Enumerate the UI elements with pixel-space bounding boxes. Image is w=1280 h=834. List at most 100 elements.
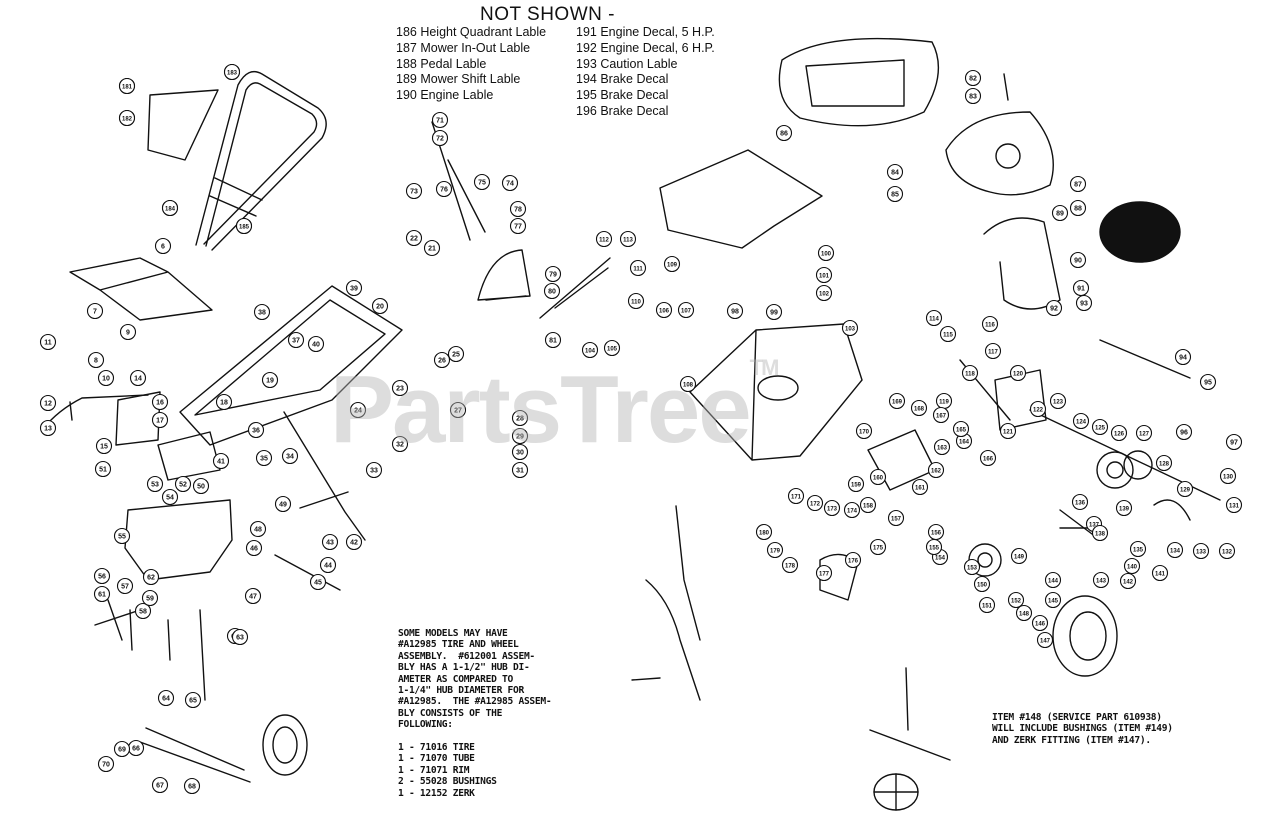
callout-number: 158 — [863, 504, 874, 510]
callout-number: 68 — [188, 784, 196, 791]
callout-number: 152 — [1011, 599, 1022, 605]
callout-number: 180 — [759, 531, 770, 537]
callout-number: 9 — [126, 330, 130, 337]
callout-number: 73 — [410, 189, 418, 196]
callout-number: 82 — [969, 76, 977, 83]
callout-bubble: 94 — [1174, 348, 1192, 366]
callout-bubble: 70 — [97, 755, 115, 773]
not-shown-item: 194 Brake Decal — [576, 72, 669, 87]
callout-number: 166 — [983, 457, 994, 463]
callout-bubble: 103 — [841, 319, 859, 337]
callout-bubble: 152 — [1007, 591, 1025, 609]
callout-number: 182 — [122, 117, 133, 123]
callout-number: 114 — [929, 317, 939, 323]
callout-number: 21 — [428, 246, 436, 253]
callout-number: 90 — [1074, 258, 1082, 265]
callout-bubble: 170 — [855, 422, 873, 440]
callout-bubble: 53 — [146, 475, 164, 493]
callout-number: 38 — [258, 310, 266, 317]
callout-number: 135 — [1133, 548, 1144, 554]
callout-number: 154 — [935, 556, 946, 562]
callout-bubble: 20 — [371, 297, 389, 315]
callout-bubble: 161 — [911, 478, 929, 496]
callout-number: 119 — [939, 400, 949, 406]
callout-bubble: 148 — [1015, 604, 1033, 622]
callout-number: 174 — [847, 509, 858, 515]
callout-number: 25 — [452, 352, 460, 359]
callout-number: 39 — [350, 286, 358, 293]
callout-bubble: 158 — [859, 496, 877, 514]
seat — [778, 37, 940, 127]
callout-number: 81 — [549, 338, 557, 345]
callout-number: 107 — [681, 309, 692, 315]
not-shown-title: NOT SHOWN - — [480, 4, 615, 25]
callout-number: 160 — [873, 476, 884, 482]
callout-number: 111 — [633, 267, 643, 273]
callout-number: 132 — [1222, 550, 1233, 556]
callout-bubble: 139 — [1115, 499, 1133, 517]
main-frame — [179, 285, 403, 446]
callout-bubble: 15 — [95, 437, 113, 455]
callout-bubble: 149 — [1010, 547, 1028, 565]
callout-number: 105 — [607, 347, 618, 353]
callout-bubble: 144 — [1044, 571, 1062, 589]
callout-bubble: 173 — [823, 499, 841, 517]
callout-number: 23 — [396, 386, 404, 393]
callout-number: 167 — [936, 414, 947, 420]
callout-bubble: 138 — [1091, 524, 1109, 542]
callout-number: 116 — [985, 323, 995, 329]
callout-number: 32 — [396, 442, 404, 449]
callout-bubble: 11 — [39, 333, 57, 351]
callout-number: 103 — [845, 327, 856, 333]
callout-number: 126 — [1114, 432, 1125, 438]
callout-number: 11 — [44, 340, 52, 347]
callout-number: 76 — [440, 187, 448, 194]
callout-number: 84 — [891, 170, 899, 177]
callout-bubble: 90 — [1069, 251, 1087, 269]
callout-number: 66 — [132, 746, 140, 753]
callout-bubble: 47 — [244, 587, 262, 605]
callout-number: 24 — [354, 408, 362, 415]
callout-bubble: 87 — [1069, 175, 1087, 193]
callout-number: 22 — [410, 236, 418, 243]
callout-number: 13 — [44, 426, 52, 433]
callout-bubble: 157 — [887, 509, 905, 527]
callout-bubble: 115 — [939, 325, 957, 343]
callout-bubble: 7 — [86, 302, 104, 320]
tire-right — [1052, 595, 1118, 677]
callout-bubble: 51 — [94, 460, 112, 478]
callout-number: 19 — [266, 378, 274, 385]
seat-bolt — [1003, 73, 1009, 101]
callout-number: 118 — [965, 372, 975, 378]
callout-number: 175 — [873, 546, 884, 552]
engine-hood — [659, 149, 823, 249]
callout-bubble: 151 — [978, 596, 996, 614]
callout-number: 184 — [165, 207, 176, 213]
callout-number: 185 — [239, 225, 250, 231]
callout-number: 53 — [151, 482, 159, 489]
callout-number: 133 — [1196, 550, 1207, 556]
callout-bubble: 162 — [927, 461, 945, 479]
callout-bubble: 101 — [815, 266, 833, 284]
callout-bubble: 126 — [1110, 424, 1128, 442]
callout-bubble: 168 — [910, 399, 928, 417]
callout-bubble: 131 — [1225, 496, 1243, 514]
callout-number: 121 — [1003, 430, 1014, 436]
callout-number: 40 — [312, 342, 320, 349]
callout-bubble: 76 — [435, 180, 453, 198]
callout-bubble: 146 — [1031, 614, 1049, 632]
callout-number: 78 — [514, 207, 522, 214]
callout-number: 147 — [1040, 639, 1051, 645]
callout-bubble: 165 — [952, 420, 970, 438]
lever-rod — [539, 257, 611, 319]
callout-number: 97 — [1230, 440, 1238, 447]
callout-number: 35 — [260, 456, 268, 463]
callout-number: 110 — [631, 300, 641, 306]
callout-bubble: 38 — [253, 303, 271, 321]
tire-assembly-note: SOME MODELS MAY HAVE #A12985 TIRE AND WH… — [398, 628, 552, 799]
callout-number: 179 — [770, 549, 781, 555]
callout-number: 177 — [819, 572, 830, 578]
callout-number: 49 — [279, 502, 287, 509]
callout-number: 108 — [683, 383, 694, 389]
callout-bubble: 44 — [319, 556, 337, 574]
